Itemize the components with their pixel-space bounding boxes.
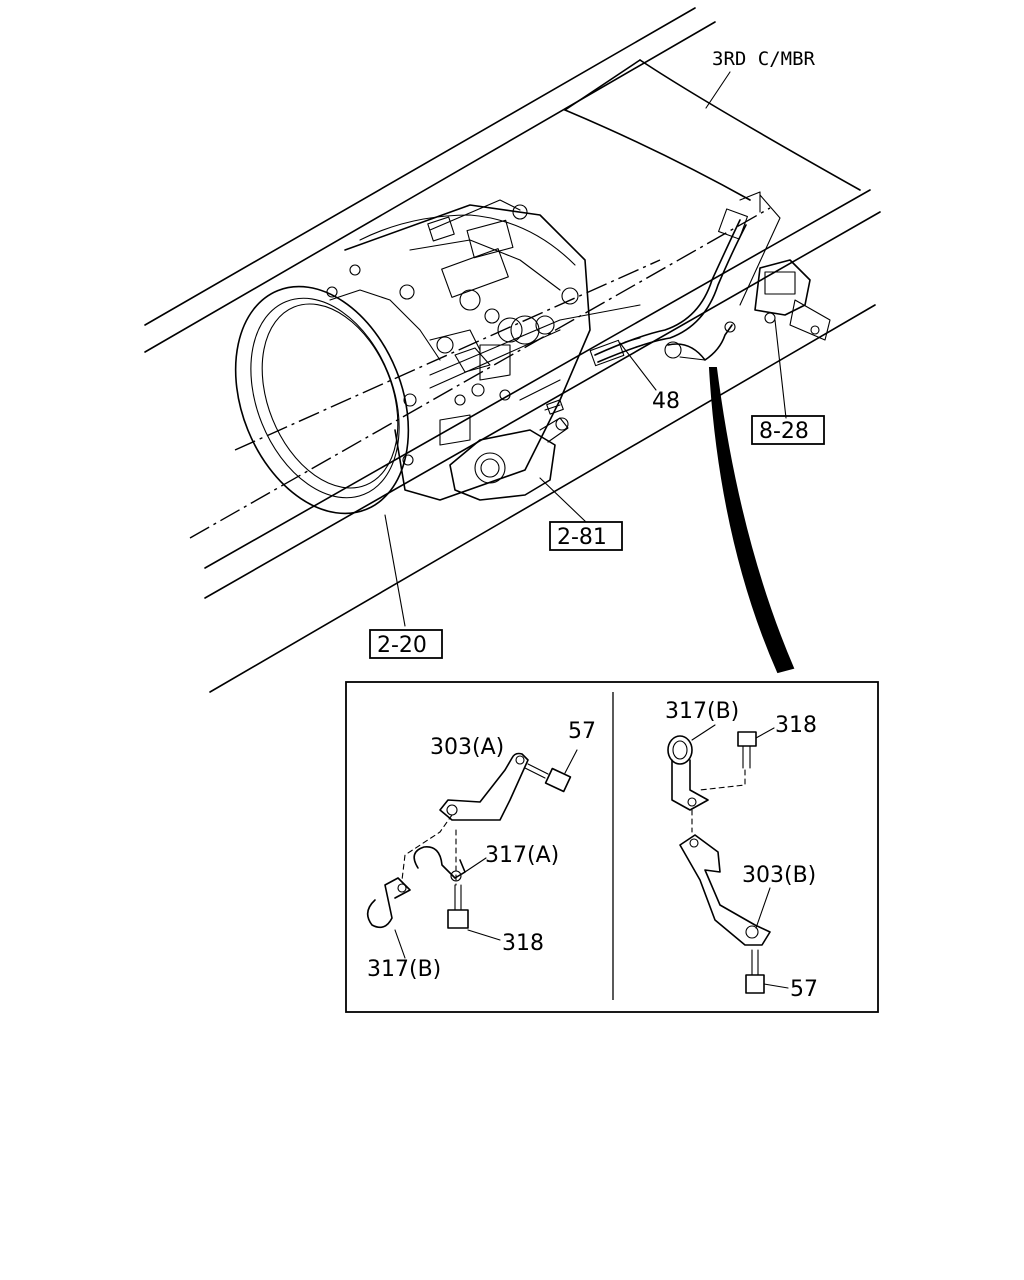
ref-8-28-label: 8-28 [759,419,809,444]
ref-2-20-box [369,629,443,659]
ref-2-20-label: 2-20 [377,633,427,658]
right-318-label: 318 [775,713,817,738]
leader-lines [384,319,787,627]
harness-48 [589,191,761,367]
frame-member-label: 3RD C/MBR [712,48,816,70]
left-detail-parts [366,749,578,959]
ref-8-28-box [751,415,825,445]
right-detail-parts [667,724,789,994]
detail-pointer-curve [708,367,795,674]
frame-rails [144,7,881,693]
right-57-label: 57 [790,977,818,1002]
left-57-label: 57 [568,719,596,744]
left-317a-label: 317(A) [485,843,559,868]
part-48-label: 48 [652,389,680,414]
cross-member [564,59,861,201]
ref-2-81-label: 2-81 [557,525,607,550]
transmission-assembly [234,199,641,515]
ref-2-81-box [549,521,623,551]
detail-box [345,681,879,1013]
left-317b-label: 317(B) [367,957,441,982]
switch-bracket [739,194,831,341]
left-318-label: 318 [502,931,544,956]
left-303a-label: 303(A) [430,735,504,760]
right-317b-label: 317(B) [665,699,739,724]
right-303b-label: 303(B) [742,863,816,888]
